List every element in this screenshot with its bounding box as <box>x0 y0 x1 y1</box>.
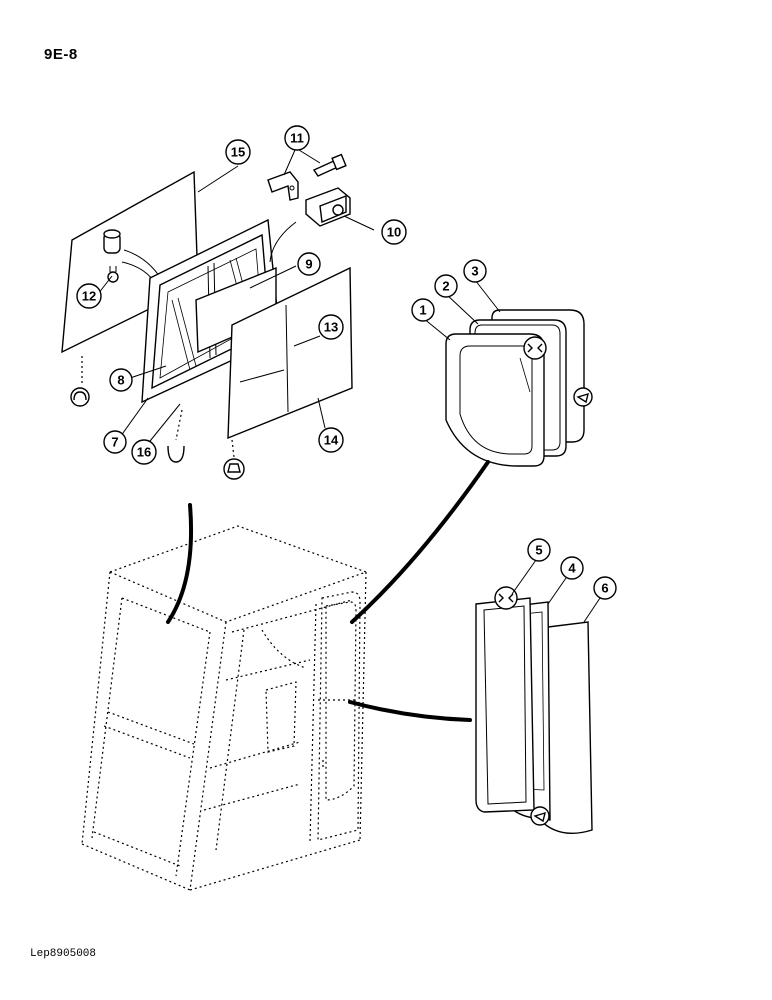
part-12-spacer-screw <box>103 229 121 283</box>
callout-1: 1 <box>411 298 435 322</box>
svg-text:9: 9 <box>305 257 312 272</box>
callout-15: 15 <box>225 139 251 165</box>
svg-text:16: 16 <box>137 445 151 460</box>
svg-text:4: 4 <box>568 561 576 576</box>
callout-10: 10 <box>381 219 407 245</box>
callout-4: 4 <box>560 556 584 580</box>
callout-11: 11 <box>284 125 310 151</box>
document-reference: Lep8905008 <box>30 948 97 960</box>
svg-text:3: 3 <box>471 264 478 279</box>
callout-6: 6 <box>593 576 617 600</box>
svg-text:2: 2 <box>442 279 449 294</box>
door-window-assembly <box>475 586 593 834</box>
part-5-seal <box>475 597 535 813</box>
callout-5: 5 <box>527 538 551 562</box>
callout-2: 2 <box>434 274 458 298</box>
u-clip-icon <box>167 445 185 463</box>
section-symbol-icon <box>530 806 550 826</box>
svg-text:11: 11 <box>290 131 304 146</box>
callout-3: 3 <box>463 259 487 283</box>
svg-text:14: 14 <box>324 433 339 448</box>
side-window-assembly <box>61 153 353 480</box>
leader-side-window <box>166 503 194 624</box>
seal-rings-upper <box>445 309 593 467</box>
svg-text:5: 5 <box>535 543 542 558</box>
callout-16: 16 <box>131 439 157 465</box>
callout-12: 12 <box>76 283 102 309</box>
clip-symbol-icon <box>70 387 90 407</box>
svg-text:1: 1 <box>419 303 426 318</box>
svg-text:6: 6 <box>601 581 608 596</box>
part-10-latch <box>305 187 351 227</box>
callout-8: 8 <box>109 368 133 392</box>
callout-9: 9 <box>297 252 321 276</box>
page-code: 9E-8 <box>44 46 78 63</box>
callout-14: 14 <box>318 427 344 453</box>
svg-text:15: 15 <box>231 145 245 160</box>
section-symbol-icon <box>494 586 518 610</box>
svg-text:12: 12 <box>82 289 96 304</box>
section-symbol-icon <box>523 336 547 360</box>
part-14-sheet <box>227 266 353 440</box>
seal-clip-icon <box>223 458 245 480</box>
callout-leaders <box>97 149 601 623</box>
part-1-seal <box>445 333 545 467</box>
svg-text:7: 7 <box>111 435 118 450</box>
callout-13: 13 <box>318 314 344 340</box>
section-symbol-icon <box>573 387 593 407</box>
part-11-bracket-bolt <box>267 153 347 201</box>
cab-frame <box>81 525 368 891</box>
svg-text:8: 8 <box>117 373 124 388</box>
leader-upper-seal <box>350 460 490 624</box>
callout-7: 7 <box>103 430 127 454</box>
leader-door-window <box>348 700 472 722</box>
svg-text:10: 10 <box>387 225 401 240</box>
svg-text:13: 13 <box>324 320 338 335</box>
